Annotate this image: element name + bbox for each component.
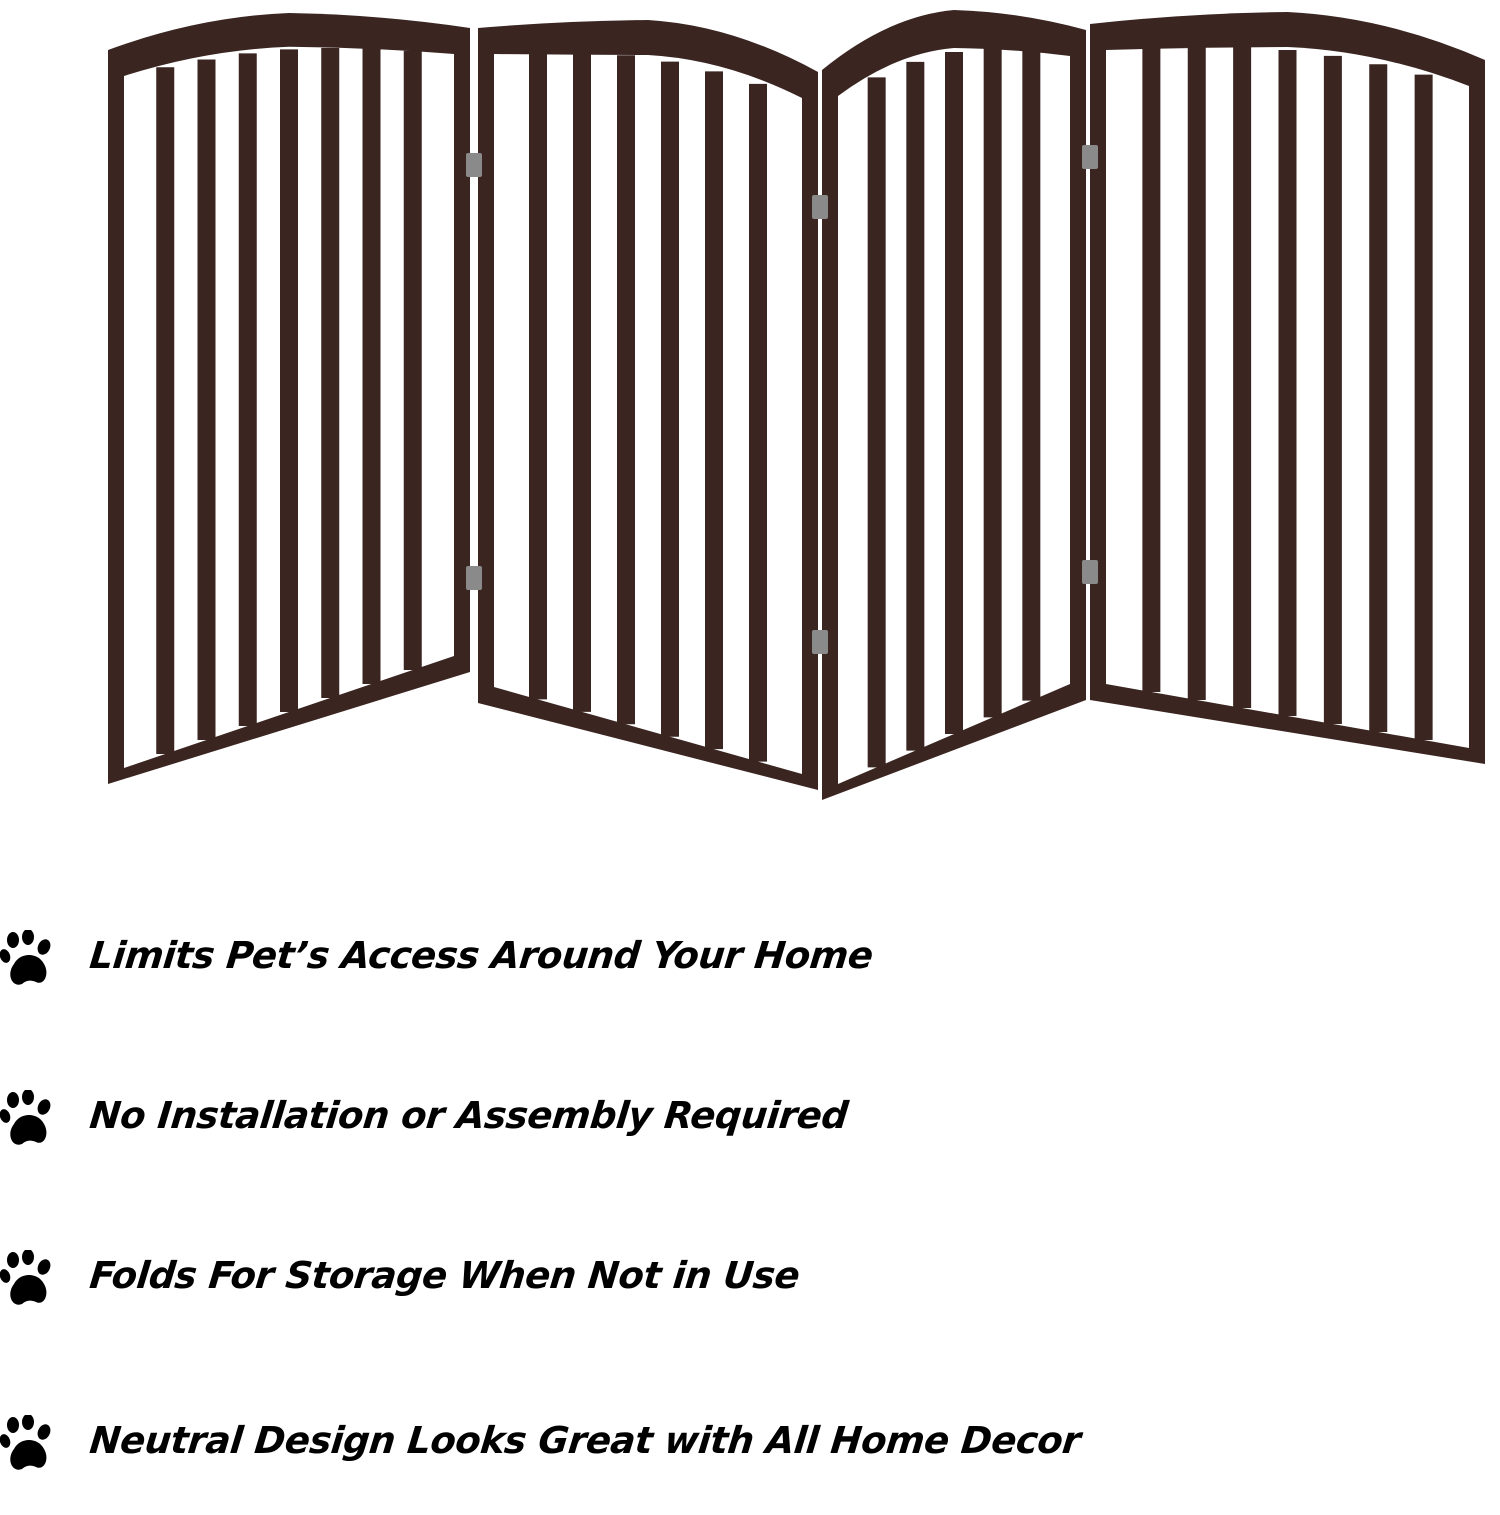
gate-slat [906,61,925,751]
gate-opening [494,54,802,774]
feature-item-access: Limits Pet’s Access Around Your Home [0,930,1500,1030]
gate-slat [156,67,175,754]
pet-gate-image [108,10,1485,800]
hinge [812,195,828,219]
gate-slat [1233,46,1252,708]
feature-text: Neutral Design Looks Great with All Home… [87,1419,1083,1462]
gate-slat [1323,55,1342,724]
gate-panel-1 [108,13,470,784]
gate-slat [403,50,422,670]
gate-slat [573,52,591,712]
hinge [466,153,482,177]
gate-panel-2 [478,20,818,790]
paw-icon [0,930,62,992]
gate-panel-3 [822,10,1086,800]
feature-text: Limits Pet’s Access Around Your Home [87,934,875,977]
gate-slat [529,52,547,700]
gate-slat [945,52,963,734]
feature-item-design: Neutral Design Looks Great with All Home… [0,1415,1500,1515]
hinge [1082,560,1098,584]
gate-slat [705,71,723,750]
gate-slat [362,48,381,685]
gate-slat [661,61,679,737]
gate-slat [280,49,298,712]
paw-icon [0,1250,62,1312]
hinge [812,630,828,654]
feature-text: No Installation or Assembly Required [87,1094,850,1137]
gate-slat [1022,50,1041,701]
gate-slat [749,83,767,762]
gate-panel-4 [1090,12,1485,764]
feature-text: Folds For Storage When Not in Use [87,1254,802,1297]
gate-slat [321,47,340,699]
gate-slat [1142,47,1161,693]
gate-slat [1414,74,1433,740]
gate-slat [617,55,635,725]
gate-slat [867,77,886,768]
paw-icon [0,1415,62,1477]
gate-slat [1369,64,1388,732]
gate-slat [1278,50,1297,716]
gate-slat [1187,46,1206,700]
gate-slat [238,53,257,727]
feature-item-installation: No Installation or Assembly Required [0,1090,1500,1190]
gate-slat [983,48,1002,718]
paw-icon [0,1090,62,1152]
feature-item-storage: Folds For Storage When Not in Use [0,1250,1500,1350]
gate-slat [197,59,216,741]
hinge [1082,145,1098,169]
hinge [466,566,482,590]
